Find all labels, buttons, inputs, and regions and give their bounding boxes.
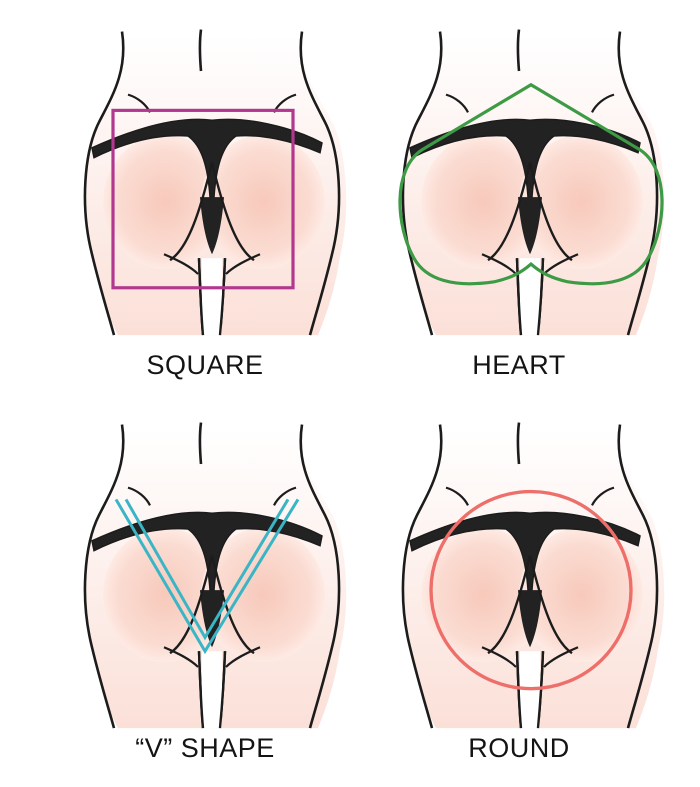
circle-outline (429, 489, 633, 691)
square-outline (111, 108, 295, 290)
heart-outline (398, 82, 664, 286)
body-illustration (82, 421, 348, 730)
panel-heart: HEART (350, 0, 700, 393)
body-illustration (400, 421, 666, 730)
panel-v-shape: “V” SHAPE (0, 393, 350, 786)
v-outline-inner (124, 498, 290, 641)
panel-round: ROUND (350, 393, 700, 786)
shape-label: SQUARE (146, 350, 264, 380)
body-illustration (82, 28, 348, 337)
shape-label: “V” SHAPE (135, 733, 275, 763)
body-illustration (398, 28, 666, 337)
panel-square: SQUARE (0, 0, 350, 393)
shape-label: ROUND (468, 733, 570, 763)
shape-label: HEART (472, 350, 566, 380)
v-outline-outer (114, 498, 300, 655)
